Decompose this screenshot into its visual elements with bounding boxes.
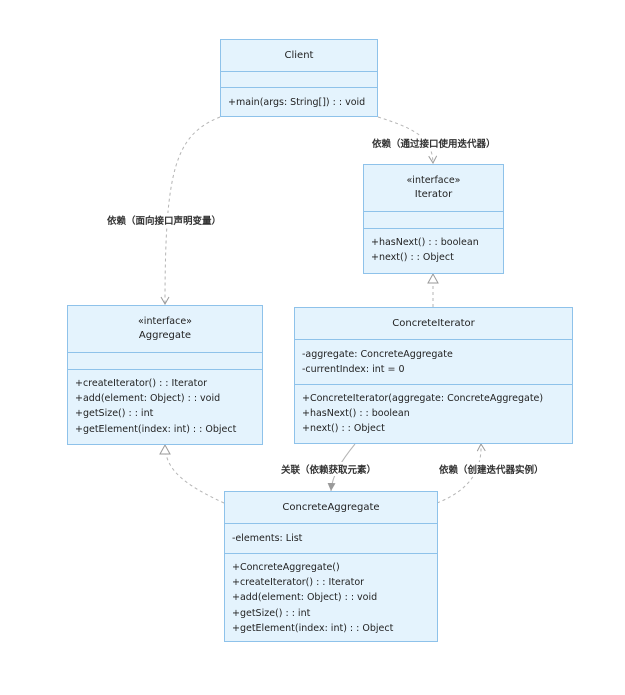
operation: +next() : : Object — [371, 252, 454, 264]
edge-realization-aggregate — [159, 443, 225, 504]
operation: +add(element: Object) : : void — [75, 393, 221, 405]
class-client[interactable]: Client +main(args: String[]) : : void — [220, 39, 378, 117]
edge-client-iterator — [377, 116, 438, 165]
operation: +ConcreteAggregate() — [232, 562, 340, 573]
class-iterator[interactable]: «interface» Iterator +hasNext() : : bool… — [363, 164, 504, 274]
operations-compartment: +createIterator() : : Iterator +add(elem… — [68, 370, 262, 442]
class-concrete-iterator[interactable]: ConcreteIterator -aggregate: ConcreteAgg… — [294, 307, 573, 444]
operation: +next() : : Object — [302, 423, 385, 435]
attributes-compartment — [364, 212, 503, 229]
operation: +getElement(index: int) : : Object — [75, 423, 237, 435]
edge-client-aggregate — [160, 116, 221, 306]
attribute: -currentIndex: int = 0 — [302, 364, 405, 376]
operation: +ConcreteIterator(aggregate: ConcreteAgg… — [302, 393, 544, 404]
operation: +getElement(index: int) : : Object — [232, 622, 394, 634]
class-name: ConcreteIterator — [392, 317, 475, 329]
operations-compartment: +ConcreteAggregate() +createIterator() :… — [225, 554, 437, 641]
operation: +add(element: Object) : : void — [232, 592, 378, 604]
attributes-compartment — [68, 353, 262, 370]
class-header: «interface» Iterator — [364, 165, 503, 212]
edge-label-create-iterator: 依赖（创建迭代器实例） — [438, 462, 545, 476]
class-aggregate[interactable]: «interface» Aggregate +createIterator() … — [67, 305, 263, 445]
edge-label-association: 关联（依赖获取元素） — [280, 462, 378, 476]
edge-label-client-iterator: 依赖（通过接口使用迭代器） — [371, 136, 497, 150]
operation: +getSize() : : int — [232, 607, 311, 619]
class-header: «interface» Aggregate — [68, 306, 262, 353]
operation: +hasNext() : : boolean — [302, 408, 410, 420]
attributes-compartment: -aggregate: ConcreteAggregate -currentIn… — [295, 340, 572, 385]
stereotype: «interface» — [138, 316, 192, 327]
class-header: ConcreteIterator — [295, 308, 572, 340]
operation: +createIterator() : : Iterator — [232, 577, 365, 589]
class-name: Iterator — [414, 189, 453, 200]
operation: +getSize() : : int — [75, 408, 154, 420]
class-name: ConcreteAggregate — [282, 501, 380, 513]
operations-compartment: +hasNext() : : boolean +next() : : Objec… — [364, 229, 503, 270]
attribute: -elements: List — [232, 533, 303, 544]
attribute: -aggregate: ConcreteAggregate — [302, 349, 453, 360]
class-header: ConcreteAggregate — [225, 492, 437, 524]
attributes-compartment: -elements: List — [225, 524, 437, 554]
edge-create-iterator — [436, 442, 486, 504]
operations-compartment: +ConcreteIterator(aggregate: ConcreteAgg… — [295, 385, 572, 442]
operation: +createIterator() : : Iterator — [75, 378, 208, 389]
operations-compartment: +main(args: String[]) : : void — [221, 88, 377, 115]
operation: +main(args: String[]) : : void — [228, 97, 366, 108]
operation: +hasNext() : : boolean — [371, 237, 479, 248]
class-name: Client — [284, 49, 314, 61]
edge-label-client-aggregate: 依赖（面向接口声明变量） — [106, 213, 223, 227]
class-name: Aggregate — [138, 330, 192, 341]
attributes-compartment — [221, 72, 377, 88]
class-concrete-aggregate[interactable]: ConcreteAggregate -elements: List +Concr… — [224, 491, 438, 642]
stereotype: «interface» — [406, 175, 461, 186]
class-header: Client — [221, 40, 377, 72]
